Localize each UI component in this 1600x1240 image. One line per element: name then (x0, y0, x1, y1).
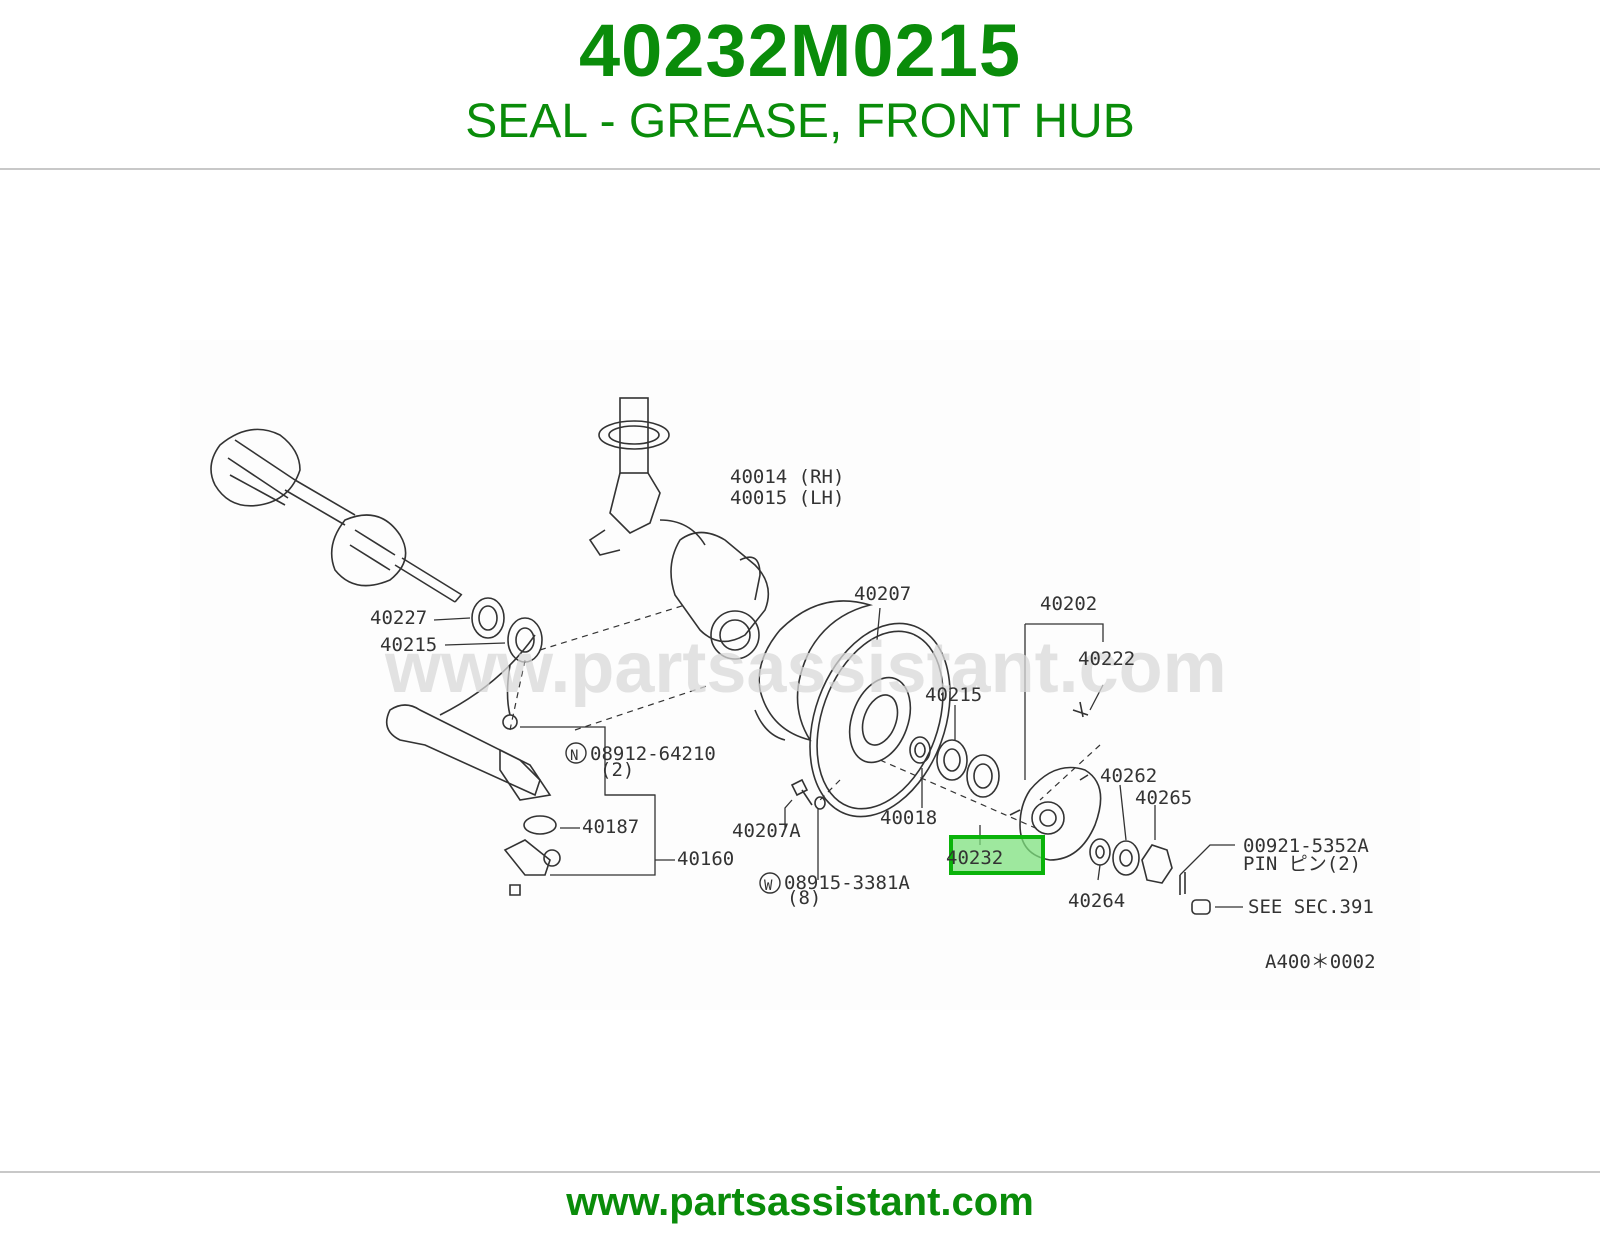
label-08912-64210: 08912-64210 (590, 743, 716, 765)
label-40014: 40014 (RH) (730, 466, 844, 488)
label-40018: 40018 (880, 807, 937, 829)
dust-shield-drawing (754, 600, 874, 742)
ball-joint-parts (503, 815, 561, 896)
header: 40232M0215 SEAL - GREASE, FRONT HUB (0, 0, 1600, 170)
label-08915-3381A: 08915-3381A (784, 872, 910, 894)
label-40015: 40015 (LH) (730, 487, 844, 509)
pin-parts (1179, 872, 1211, 915)
label-40222: 40222 (1078, 648, 1135, 670)
label-40207: 40207 (854, 583, 911, 605)
label-pin: PIN ピン(2) (1243, 853, 1361, 875)
label-40207A: 40207A (732, 820, 801, 842)
label-08912-qty: (2) (600, 759, 634, 781)
callout-labels: 40014 (RH) 40015 (LH) 40227 40215 40207 … (370, 466, 1376, 973)
label-08915-qty: (8) (787, 887, 821, 909)
hub-drawing (1009, 766, 1102, 861)
part-number-title: 40232M0215 (578, 9, 1022, 92)
label-40227: 40227 (370, 607, 427, 629)
diagram-code: A400＊0002 (1265, 951, 1376, 973)
label-40202: 40202 (1040, 593, 1097, 615)
label-40264: 40264 (1068, 890, 1125, 912)
callout-leader-lines (433, 607, 1243, 908)
label-40187: 40187 (582, 816, 639, 838)
label-40215-left: 40215 (380, 634, 437, 656)
disc-rotor-drawing (809, 622, 951, 818)
drive-shaft-drawing (210, 428, 463, 603)
highlight-box (949, 835, 1045, 875)
rotor-bolt-parts (790, 778, 826, 810)
assembly-dashed-lines (509, 604, 1101, 831)
n-marker-circle (565, 742, 587, 764)
diagram-svg: www.partsassistant.com 40014 (RH) 40015 … (210, 397, 1376, 973)
w-marker-circle (759, 872, 781, 894)
label-00921-5352A: 00921-5352A (1243, 835, 1369, 857)
lower-arm-drawing (385, 634, 552, 801)
n-marker: N (570, 748, 578, 764)
label-40215-right: 40215 (925, 684, 982, 706)
watermark: www.partsassistant.com (384, 628, 1227, 708)
footer-url[interactable]: www.partsassistant.com (566, 1180, 1034, 1224)
top-divider (0, 168, 1600, 170)
w-marker: W (764, 878, 773, 894)
parts-diagram: www.partsassistant.com 40014 (RH) 40015 … (180, 340, 1420, 1010)
label-see-sec-391: SEE SEC.391 (1248, 896, 1374, 918)
label-40232: 40232 (946, 847, 1003, 869)
bottom-divider (0, 1171, 1600, 1173)
knuckle-drawing (670, 531, 770, 660)
strut-drawing (588, 397, 706, 556)
part-description: SEAL - GREASE, FRONT HUB (465, 95, 1135, 148)
label-40265: 40265 (1135, 787, 1192, 809)
label-40262: 40262 (1100, 765, 1157, 787)
bearing-seal-parts (471, 597, 1000, 798)
label-40160: 40160 (677, 848, 734, 870)
